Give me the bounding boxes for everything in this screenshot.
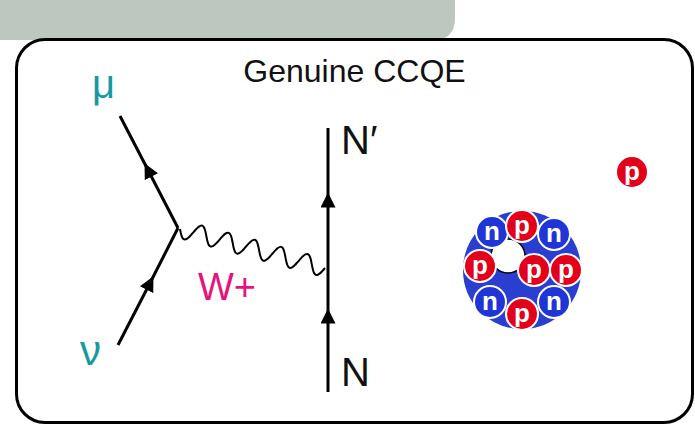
nucleon-circle: p (517, 253, 551, 287)
neutrino-label: ν (80, 330, 101, 372)
nucleon-letter: n (546, 288, 562, 314)
nucleon-letter: p (624, 158, 640, 184)
nucleon-letter: p (514, 300, 530, 326)
nucleon-circle: n (537, 285, 571, 319)
nucleon-circle: p (463, 249, 497, 283)
neutrino-line (118, 283, 150, 345)
muon-line (120, 116, 148, 170)
nucleon-circle: n (473, 285, 507, 319)
nucleon-letter: p (526, 256, 542, 282)
panel-fill (17, 40, 693, 423)
nucleon-out-label: N′ (341, 120, 377, 160)
nucleon-in-label: N (341, 352, 370, 392)
neutrino-line (150, 228, 178, 283)
nucleon-circle: p (549, 253, 583, 287)
w-boson-label: W+ (198, 268, 256, 306)
nucleon-circle: n (537, 217, 571, 251)
nucleon-letter: p (472, 252, 488, 278)
muon-label: μ (92, 64, 115, 104)
muon-line (148, 170, 178, 228)
nucleon-circle: p (505, 297, 539, 331)
header-bar (0, 0, 455, 40)
feynman-lines (118, 116, 328, 392)
nucleon-line (327, 316, 330, 392)
nucleon-circle: p (615, 155, 649, 189)
nucleon-line (327, 200, 330, 316)
nucleon-letter: n (484, 218, 500, 244)
nucleon-circle: n (475, 215, 509, 249)
nucleon-letter: n (482, 288, 498, 314)
nucleon-line (327, 128, 330, 200)
nucleon-letter: p (514, 212, 530, 238)
nucleon-letter: p (558, 256, 574, 282)
nucleus (462, 210, 582, 330)
nucleon-letter: n (546, 220, 562, 246)
panel-title: Genuine CCQE (18, 53, 691, 90)
nucleon-circle: p (505, 209, 539, 243)
